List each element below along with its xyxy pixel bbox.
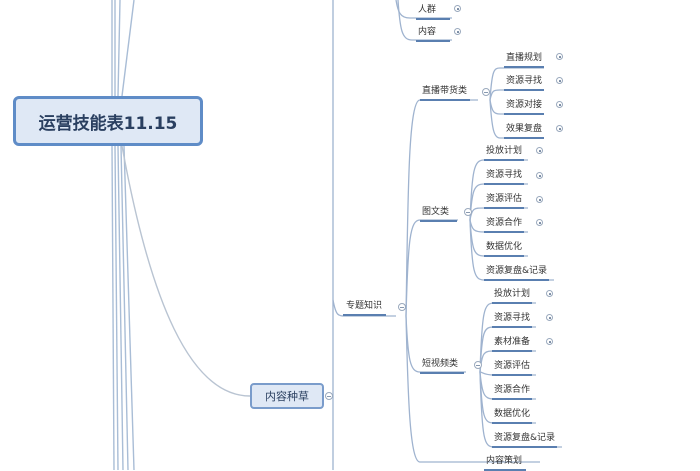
branch-live-commerce[interactable]: 直播带货类 xyxy=(420,85,471,101)
node-resource-search[interactable]: 资源寻找 xyxy=(504,75,545,91)
collapse-icon[interactable] xyxy=(398,303,406,311)
node-material-prep[interactable]: 素材准备 xyxy=(492,336,533,352)
node-resource-search[interactable]: 资源寻找 xyxy=(492,312,533,328)
expand-icon[interactable] xyxy=(546,314,553,321)
expand-icon[interactable] xyxy=(536,219,543,226)
node-content[interactable]: 内容 xyxy=(416,26,450,42)
branch-content-planning[interactable]: 内容策划 xyxy=(484,455,527,471)
branch-image-text[interactable]: 图文类 xyxy=(420,206,458,222)
expand-icon[interactable] xyxy=(556,125,563,132)
node-effect-review[interactable]: 效果复盘 xyxy=(504,123,545,139)
node-resource-evaluation[interactable]: 资源评估 xyxy=(484,193,525,209)
collapse-icon[interactable] xyxy=(474,361,482,369)
node-resource-search[interactable]: 资源寻找 xyxy=(484,169,525,185)
expand-icon[interactable] xyxy=(546,290,553,297)
node-data-optimization[interactable]: 数据优化 xyxy=(492,408,533,424)
collapse-icon[interactable] xyxy=(482,88,490,96)
branch-short-video[interactable]: 短视频类 xyxy=(420,358,465,374)
node-live-planning[interactable]: 直播规划 xyxy=(504,52,545,68)
expand-icon[interactable] xyxy=(454,28,461,35)
node-placement-plan[interactable]: 投放计划 xyxy=(492,288,533,304)
collapse-icon[interactable] xyxy=(464,208,472,216)
expand-icon[interactable] xyxy=(556,101,563,108)
root-topic[interactable]: 运营技能表11.15 xyxy=(13,96,203,146)
node-placement-plan[interactable]: 投放计划 xyxy=(484,145,525,161)
node-resource-cooperation[interactable]: 资源合作 xyxy=(492,384,533,400)
node-resource-evaluation[interactable]: 资源评估 xyxy=(492,360,533,376)
collapse-icon[interactable] xyxy=(325,392,333,400)
main-topic-content-seeding[interactable]: 内容种草 xyxy=(250,383,324,409)
node-data-optimization[interactable]: 数据优化 xyxy=(484,241,525,257)
expand-icon[interactable] xyxy=(546,338,553,345)
root-topic-label: 运营技能表11.15 xyxy=(38,113,178,134)
node-resource-review-record[interactable]: 资源复盘&记录 xyxy=(492,432,558,448)
expand-icon[interactable] xyxy=(536,172,543,179)
expand-icon[interactable] xyxy=(556,77,563,84)
node-resource-docking[interactable]: 资源对接 xyxy=(504,99,545,115)
main-topic-label: 内容种草 xyxy=(265,390,309,403)
topic-special-knowledge[interactable]: 专题知识 xyxy=(343,300,387,316)
node-resource-cooperation[interactable]: 资源合作 xyxy=(484,217,525,233)
expand-icon[interactable] xyxy=(536,147,543,154)
expand-icon[interactable] xyxy=(556,53,563,60)
node-resource-review-record[interactable]: 资源复盘&记录 xyxy=(484,265,550,281)
expand-icon[interactable] xyxy=(454,5,461,12)
node-crowd[interactable]: 人群 xyxy=(416,4,450,20)
expand-icon[interactable] xyxy=(536,196,543,203)
